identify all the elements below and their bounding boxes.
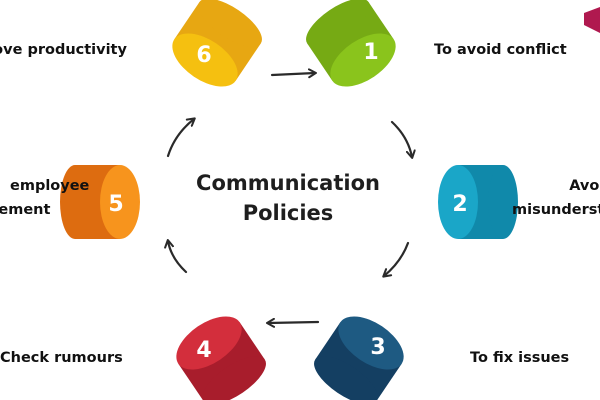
cylinder-body: [178, 322, 265, 400]
cylinder-back-end: [314, 356, 378, 400]
step-4-label: Check rumours: [0, 350, 123, 366]
step-4-cylinder: [176, 316, 266, 400]
step-2-label-line1: Avoi: [569, 178, 600, 194]
step-2-label-line2: misunderst: [512, 202, 600, 218]
step-6-number: 6: [196, 43, 211, 68]
cylinder-front-face: [100, 165, 140, 239]
arrow-1-to-2: [390, 120, 416, 159]
cylinder-front-face: [438, 165, 478, 239]
diagram-title-line2: Policies: [243, 201, 334, 225]
cylinder-body: [174, 2, 261, 81]
cylinder-front-face: [176, 316, 242, 370]
cylinder-back-end: [488, 165, 518, 239]
arrow-4-to-5: [164, 239, 188, 274]
step-1-label: To avoid conflict: [434, 42, 567, 58]
cylinder-front-face: [338, 316, 404, 370]
cylinder-body: [307, 2, 394, 81]
step-3-cylinder: [314, 316, 404, 400]
arrow-5-to-6: [166, 117, 196, 158]
step-6-cylinder: [172, 0, 262, 87]
step-1-cylinder: [306, 0, 396, 87]
cylinder-back-end: [60, 165, 90, 239]
step-2-cylinder: [438, 165, 518, 239]
step-5-label-line1: employee: [10, 178, 90, 194]
cylinder-back-end: [306, 0, 370, 47]
step-5-number: 5: [108, 192, 123, 217]
step-3-label: To fix issues: [470, 350, 570, 366]
step-6-label: rove productivity: [0, 42, 127, 58]
step-2-label: Avoi misunderst: [512, 174, 600, 222]
step-5-cylinder: [60, 165, 140, 239]
diagram-title-line1: Communication: [196, 171, 380, 195]
step-3-number: 3: [370, 335, 385, 360]
cylinder-front-face: [172, 33, 238, 87]
cycle-arrows: [164, 68, 416, 328]
cylinder-body: [315, 322, 402, 400]
step-5-label: employee gement: [0, 174, 89, 222]
cylinder-back-end: [202, 356, 266, 400]
arrow-6-to-1: [270, 68, 317, 79]
step-2-number: 2: [452, 192, 467, 217]
arrow-2-to-3: [382, 241, 410, 278]
arrow-3-to-4: [266, 317, 320, 328]
step-1-number: 1: [363, 40, 378, 65]
corner-logo-mark: [584, 7, 600, 33]
step-5-label-line2: gement: [0, 202, 51, 218]
cylinder-front-face: [330, 33, 396, 87]
cylinder-back-end: [198, 0, 262, 47]
step-4-number: 4: [196, 338, 211, 363]
